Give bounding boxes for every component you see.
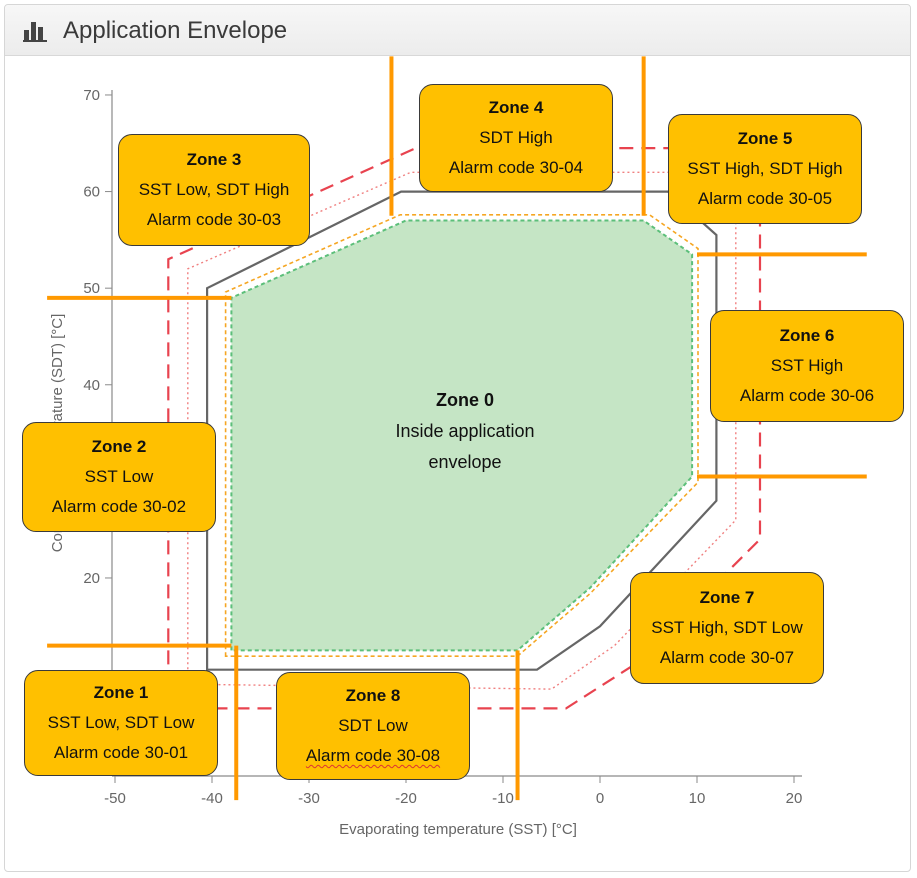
panel-header: Application Envelope: [5, 5, 910, 56]
zone-8-name: Zone 8: [345, 686, 401, 705]
zone-6-callout: Zone 6 SST High Alarm code 30-06: [710, 310, 904, 422]
x-tick-label: 0: [596, 790, 604, 807]
x-tick-label: 20: [786, 790, 803, 807]
zone-8-line2: Alarm code 30-08: [305, 746, 441, 765]
x-tick-label: -20: [395, 790, 417, 807]
envelope-series-solid-dark: [206, 190, 718, 671]
zone-0-line2: envelope: [428, 452, 502, 472]
zone-5-callout: Zone 5 SST High, SDT High Alarm code 30-…: [668, 114, 862, 224]
zone-7-line1: SST High, SDT Low: [651, 618, 803, 637]
zone-2-line2: Alarm code 30-02: [51, 497, 187, 516]
zone-7-callout: Zone 7 SST High, SDT Low Alarm code 30-0…: [630, 572, 824, 684]
zone-6-line1: SST High: [770, 356, 844, 375]
zone-3-name: Zone 3: [186, 150, 242, 169]
envelope-series-envelope-fill: [230, 219, 694, 652]
x-ticks: -50 -40 -30 -20 -10 0 10 20: [104, 776, 802, 807]
y-tick-label: 70: [83, 87, 100, 104]
zone-3-callout: Zone 3 SST Low, SDT High Alarm code 30-0…: [118, 134, 310, 246]
zone-8-line1: SDT Low: [338, 716, 408, 735]
zone-6-name: Zone 6: [779, 326, 835, 345]
panel-title: Application Envelope: [63, 17, 288, 44]
zone-6-line2: Alarm code 30-06: [739, 386, 875, 405]
zone-8-callout: Zone 8 SDT Low Alarm code 30-08: [276, 672, 470, 780]
x-tick-label: -50: [104, 790, 126, 807]
zone-1-callout: Zone 1 SST Low, SDT Low Alarm code 30-01: [24, 670, 218, 776]
zone-2-line1: SST Low: [84, 467, 154, 486]
y-tick-label: 40: [83, 377, 100, 394]
zone-7-line2: Alarm code 30-07: [659, 648, 795, 667]
zone-1-line2: Alarm code 30-01: [53, 743, 189, 762]
zone-boundary-lines: [47, 56, 867, 801]
y-tick-label: 60: [83, 184, 100, 201]
zone-4-line1: SDT High: [479, 128, 553, 147]
zone-4-callout: Zone 4 SDT High Alarm code 30-04: [419, 84, 613, 192]
zone-1-line1: SST Low, SDT Low: [47, 713, 195, 732]
x-tick-label: -10: [492, 790, 514, 807]
zone-7-name: Zone 7: [699, 588, 755, 607]
x-tick-label: -30: [298, 790, 320, 807]
x-axis-label: Evaporating temperature (SST) [°C]: [339, 821, 577, 838]
zone-0-name: Zone 0: [435, 390, 494, 410]
zone-3-line2: Alarm code 30-03: [146, 210, 282, 229]
zone-5-line2: Alarm code 30-05: [697, 189, 833, 208]
y-tick-label: 50: [83, 280, 100, 297]
x-tick-label: 10: [689, 790, 706, 807]
y-tick-label: 20: [83, 570, 100, 587]
envelope-halo: [224, 214, 699, 658]
zone-4-name: Zone 4: [488, 98, 544, 117]
bar-chart-icon: [23, 22, 47, 42]
zone-3-line1: SST Low, SDT High: [138, 180, 290, 199]
zone-4-line2: Alarm code 30-04: [448, 158, 584, 177]
zone-0-line1: Inside application: [395, 421, 535, 441]
zone-0-label: Zone 0 Inside application envelope: [360, 385, 570, 478]
zone-5-line1: SST High, SDT High: [687, 159, 843, 178]
x-tick-label: -40: [201, 790, 223, 807]
zone-2-callout: Zone 2 SST Low Alarm code 30-02: [22, 422, 216, 532]
zone-5-name: Zone 5: [737, 129, 793, 148]
zone-2-name: Zone 2: [91, 437, 147, 456]
zone-1-name: Zone 1: [93, 683, 149, 702]
